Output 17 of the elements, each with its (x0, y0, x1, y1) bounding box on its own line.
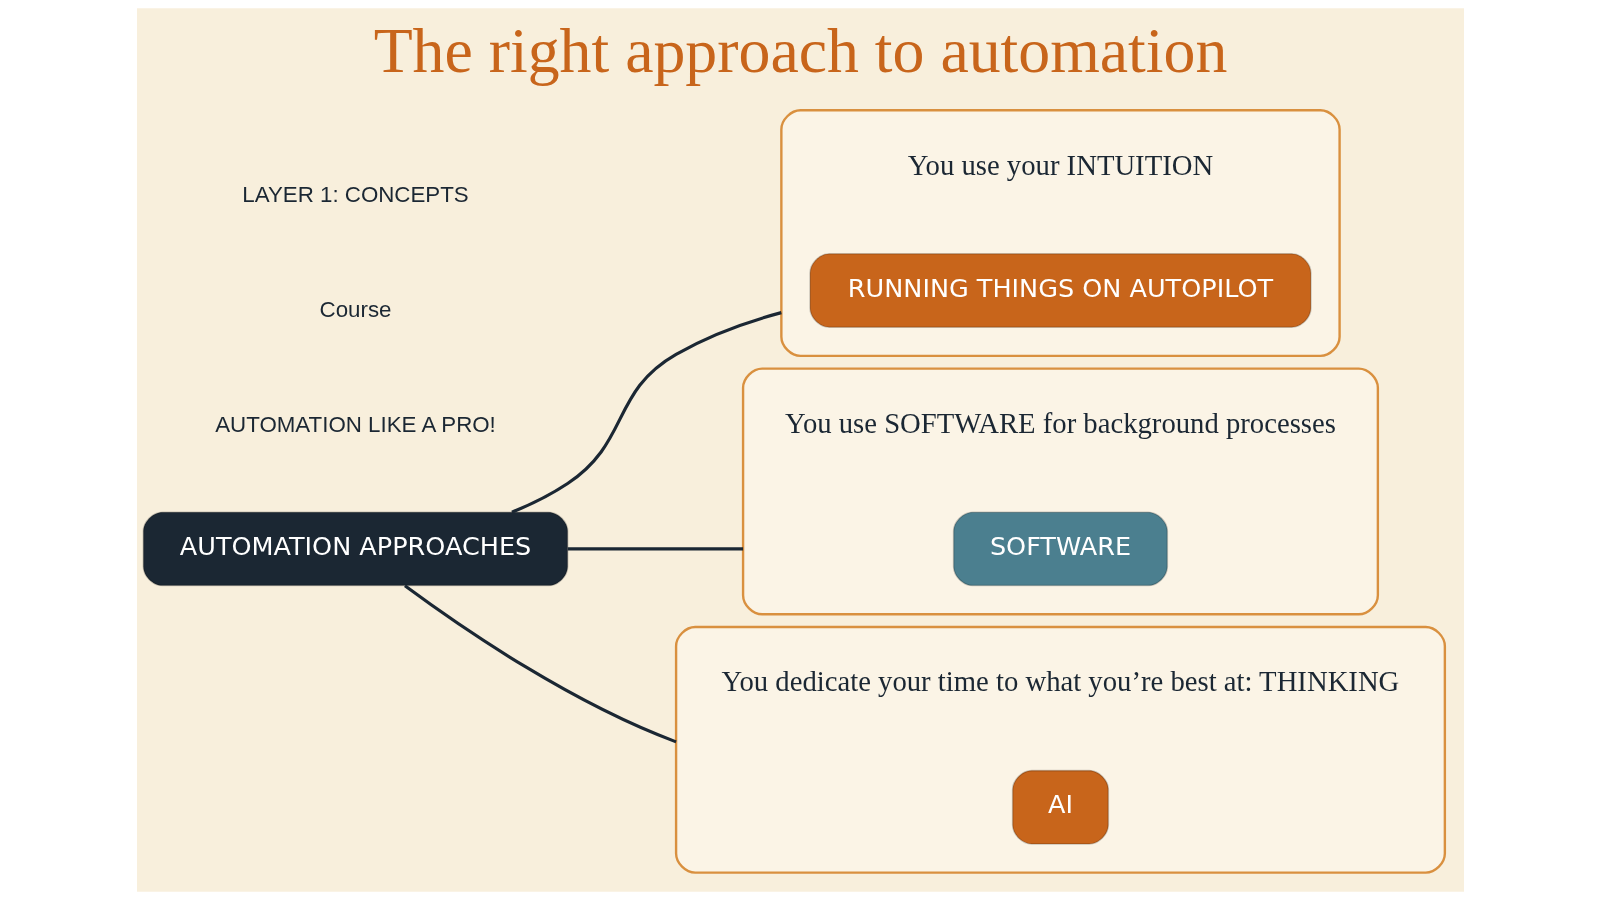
node-label: You dedicate your time to what you’re best at: THINKING (721, 665, 1399, 698)
connector (510, 311, 782, 514)
node-box: SOFTWARE (952, 511, 1168, 587)
label: Course (319, 297, 391, 323)
diagram-title: The right approach to automation (373, 15, 1227, 86)
node-box: RUNNING THINGS ON AUTOPILOT (808, 253, 1312, 328)
connector (403, 584, 677, 744)
connector (567, 547, 743, 551)
cluster (779, 109, 1341, 358)
node-label: You use your INTUITION (907, 148, 1213, 181)
node-box: AUTOMATION APPROACHES (142, 511, 568, 587)
node-label: You use SOFTWARE for background processes (784, 407, 1336, 440)
label: AUTOMATION LIKE A PRO! (214, 411, 496, 437)
label: LAYER 1: CONCEPTS (241, 182, 469, 208)
node-box: AI (1011, 769, 1109, 845)
cluster (741, 367, 1379, 616)
cluster (674, 625, 1446, 874)
